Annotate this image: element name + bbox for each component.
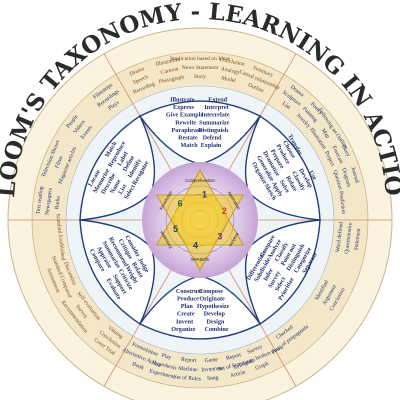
product-analysis: Statement — [353, 227, 362, 250]
verb-synthesis: Compose — [199, 288, 224, 295]
product-evaluation: Standard Established — [54, 213, 66, 261]
product-synthesis: Hypothesis — [151, 360, 177, 372]
petal-evaluation — [79, 219, 156, 325]
star-number: 4 — [193, 241, 198, 251]
sector-dividers — [8, 53, 392, 387]
product-comprehension: Photograph — [158, 74, 185, 85]
verb-comprehension: Summarize — [199, 119, 229, 126]
verb-comprehension: Give Example — [166, 112, 204, 119]
product-comprehension: Implication based on Ideas — [170, 56, 230, 62]
sector-divider — [103, 53, 172, 170]
petal-knowledge — [79, 115, 156, 221]
product-knowledge: Films — [54, 155, 64, 169]
product-application: Map — [320, 128, 331, 140]
product-comprehension: Conclusion — [219, 57, 245, 68]
product-knowledge: Newspapers — [44, 188, 53, 216]
verb-synthesis: Originate — [199, 296, 225, 303]
verb-synthesis: Design — [206, 318, 224, 325]
product-synthesis: Article — [230, 370, 247, 380]
product-analysis: Questionnaire — [344, 222, 354, 254]
verb-comprehension: Defend — [203, 134, 222, 141]
sector-divider — [228, 53, 297, 170]
product-application: Journal — [349, 166, 359, 184]
verb-comprehension: Rewrite — [175, 119, 196, 126]
verb-synthesis: Plan — [181, 303, 194, 310]
verb-knowledge: List — [117, 182, 129, 195]
petal-application — [244, 115, 321, 221]
product-comprehension: Analogy — [220, 66, 240, 76]
verb-synthesis: Hypothesize — [197, 303, 230, 310]
verb-application: Use — [307, 169, 318, 181]
product-synthesis: Game — [204, 357, 218, 364]
product-synthesis: Survey — [247, 344, 264, 356]
verb-comprehension: Interrelate — [201, 112, 230, 119]
star-number: 2 — [222, 206, 227, 216]
product-synthesis: Report — [226, 352, 243, 362]
verb-petals — [79, 100, 321, 340]
star-number: 6 — [178, 198, 183, 208]
product-comprehension: News Statement — [182, 65, 219, 71]
verb-comprehension: Paraphrase — [172, 127, 203, 134]
verb-comprehension: Illustrate — [170, 97, 195, 104]
product-synthesis: Invention — [201, 366, 223, 374]
verb-synthesis: Create — [177, 311, 195, 318]
product-comprehension: Story — [194, 74, 206, 80]
verb-synthesis: Combine — [205, 326, 229, 333]
verb-synthesis: Produce — [177, 296, 199, 303]
product-comprehension: Speech — [132, 74, 149, 86]
verb-synthesis: Organize — [171, 326, 196, 333]
verb-comprehension: Match — [180, 142, 198, 149]
star-triangle-down — [156, 194, 244, 271]
verb-comprehension: Express — [173, 104, 194, 111]
product-synthesis: Report — [181, 357, 197, 364]
verb-comprehension: Restate — [178, 134, 198, 141]
product-application: Diary — [340, 144, 351, 158]
product-knowledge: Text reading — [36, 186, 45, 215]
verb-synthesis: Construct — [176, 288, 203, 295]
star-number: 1 — [202, 189, 207, 199]
product-knowledge: Radio — [54, 195, 62, 209]
verb-synthesis: Invent — [176, 318, 194, 325]
product-application: Diagram — [340, 167, 351, 188]
petal-comprehension — [138, 100, 262, 165]
verb-synthesis: Develop — [204, 311, 226, 318]
product-synthesis: Play — [161, 353, 172, 361]
product-comprehension: Illustration — [155, 57, 180, 68]
petal-synthesis — [138, 275, 262, 340]
product-comprehension: Drama — [129, 66, 146, 78]
product-analysis: Word defined — [334, 221, 345, 252]
product-comprehension: Cartoon — [160, 66, 179, 76]
product-application: List — [281, 101, 292, 111]
sector-divider — [103, 270, 172, 387]
verb-comprehension: Extend — [208, 97, 227, 104]
star-label-comprehension: Comprehension — [185, 178, 215, 183]
star-number: 3 — [217, 232, 222, 242]
sector-divider — [228, 270, 297, 387]
product-synthesis: Machine — [178, 366, 199, 374]
product-synthesis: Set of Rules — [173, 373, 201, 382]
star-label-synthesis: Synthesis — [191, 257, 209, 262]
product-synthesis: Book — [131, 361, 145, 371]
product-application: Prediction — [338, 191, 347, 215]
product-synthesis: Song — [207, 375, 219, 382]
petal-analysis — [244, 219, 321, 325]
product-application: Question — [332, 170, 343, 191]
product-synthesis: Graph — [255, 361, 270, 372]
verb-comprehension: Explain — [201, 142, 222, 149]
verb-comprehension: Distinguish — [198, 127, 228, 134]
product-comprehension: Model — [221, 75, 237, 84]
star-number: 5 — [173, 224, 178, 234]
verb-comprehension: Interpret — [204, 104, 229, 111]
